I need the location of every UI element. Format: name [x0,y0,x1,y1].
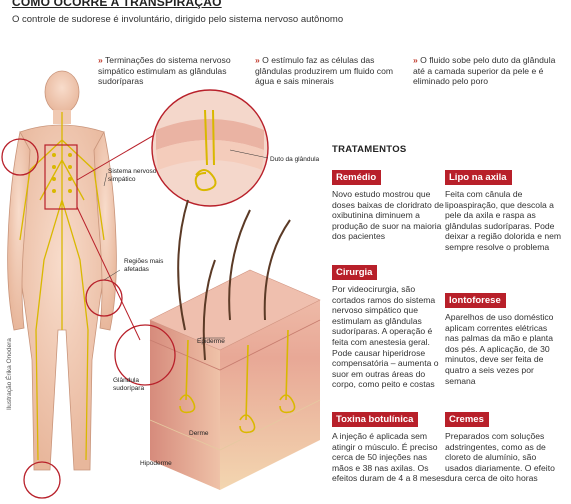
step-note-text: O fluido sobe pelo duto da glândula até … [413,55,556,86]
page-subtitle: O controle de sudorese é involuntário, d… [12,14,344,25]
treatments-heading: TRATAMENTOS [332,144,407,155]
treatment-text: Preparados com soluções adstringentes, c… [445,431,555,484]
treatment-name: Toxina botulínica [332,412,419,427]
human-body [1,70,181,499]
bullet-mark: » [255,55,260,65]
step-note-2: » O estímulo faz as células das glândula… [255,55,400,87]
treatment-text: A injeção é aplicada sem atingir o múscu… [332,431,446,484]
treatment-text: Feita com cânula de lipoaspiração, que d… [445,189,562,252]
step-note-3: » O fluido sobe pelo duto da glândula at… [413,55,563,87]
bullet-mark: » [413,55,418,65]
label-affected-regions: Regiões mais afetadas [124,258,164,273]
label-hypodermis: Hipoderme [140,460,172,467]
label-sympathetic-system: Sistema nervoso simpático [108,168,157,183]
label-epidermis: Epiderme [197,338,225,345]
treatment-cremes: Cremes Preparados com soluções adstringe… [445,409,563,484]
label-gland-duct: Duto da glândula [270,156,320,163]
treatment-text: Aparelhos de uso doméstico aplicam corre… [445,312,554,386]
step-note-text: Terminações do sistema nervoso simpático… [98,55,231,86]
treatment-toxina: Toxina botulínica A injeção é aplicada s… [332,409,450,484]
skin-block [114,199,321,490]
treatment-lipo: Lipo na axila Feita com cânula de lipoas… [445,167,563,253]
treatment-text: Por videocirurgia, são cortados ramos do… [332,284,439,390]
treatment-text: Novo estudo mostrou que doses baixas de … [332,189,444,242]
label-sweat-gland: Glândula sudorípara [113,377,145,392]
label-dermis: Derme [189,430,209,437]
page-title: COMO OCORRE A TRANSPIRAÇÃO [12,0,222,9]
treatment-cirurgia: Cirurgia Por videocirurgia, são cortados… [332,262,450,390]
skin-detail-magnifier [151,89,269,207]
treatment-name: Lipo na axila [445,170,512,185]
bullet-mark: » [98,55,103,65]
treatment-iontoforese: Iontoforese Aparelhos de uso doméstico a… [445,290,563,386]
treatment-name: Cremes [445,412,489,427]
treatment-remedio: Remédio Novo estudo mostrou que doses ba… [332,167,450,242]
treatment-name: Iontoforese [445,293,506,308]
step-note-1: » Terminações do sistema nervoso simpáti… [98,55,243,87]
step-note-text: O estímulo faz as células das glândulas … [255,55,394,86]
illustration-credit: Ilustração Érika Onodera [6,338,13,410]
treatment-name: Cirurgia [332,265,378,280]
treatment-name: Remédio [332,170,382,185]
